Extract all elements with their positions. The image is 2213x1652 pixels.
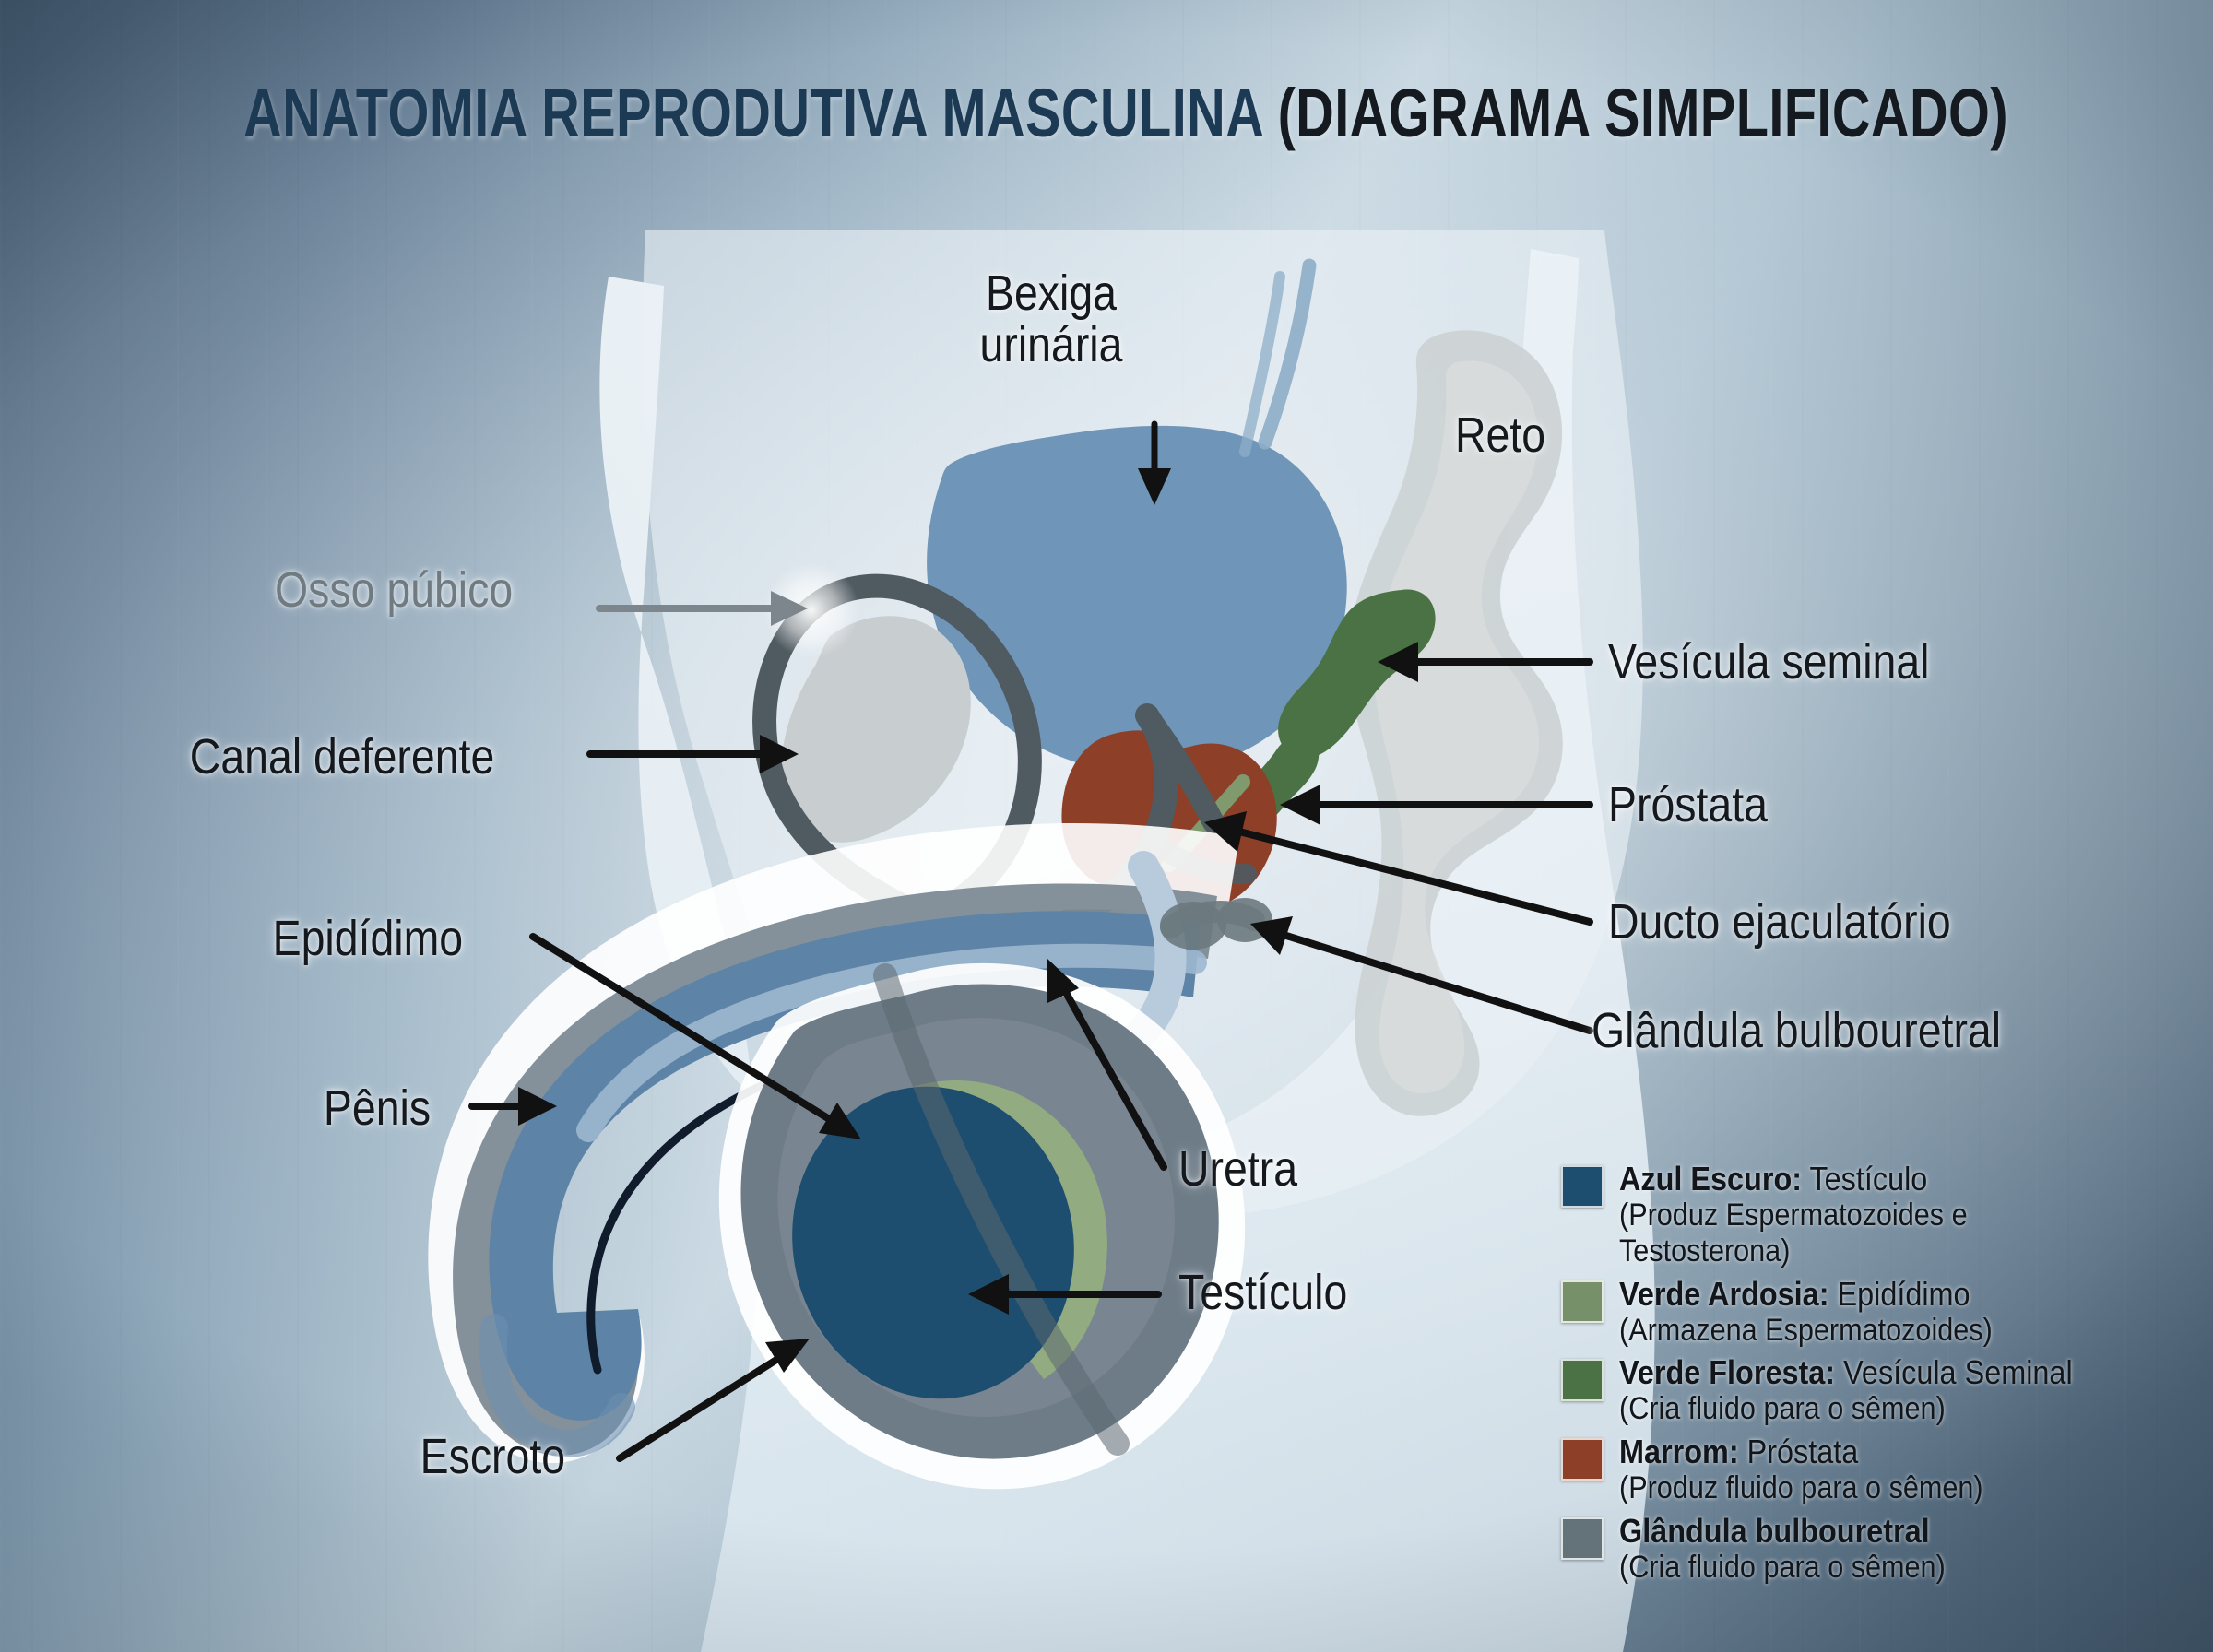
legend-title-bulbourethral: Glândula bulbouretral [1619, 1512, 1946, 1550]
spermatic-cord [873, 963, 1130, 1456]
leader-seminal-vesicle [1378, 642, 1593, 682]
label-urethra: Uretra [1178, 1141, 1298, 1197]
legend-swatch-testicle [1561, 1165, 1604, 1208]
label-testicle: Testículo [1178, 1265, 1348, 1320]
penis-organ [428, 823, 1239, 1464]
rectum-organ [1348, 330, 1563, 1116]
leader-bladder [1138, 420, 1171, 505]
legend-title-prostate: Marrom: Próstata [1619, 1433, 1983, 1470]
leader-prostate [1280, 785, 1593, 825]
legend-title-testicle: Azul Escuro: Testículo [1619, 1160, 2139, 1198]
page-title: ANATOMIA REPRODUTIVA MASCULINA (DIAGRAMA… [243, 79, 2008, 148]
color-legend: Azul Escuro: Testículo (Produz Espermato… [1561, 1160, 2197, 1591]
legend-swatch-bulbourethral [1561, 1516, 1604, 1560]
label-bulbourethral-gland: Glândula bulbouretral [1592, 1003, 2002, 1058]
bladder-organ [927, 258, 1347, 774]
legend-item: Azul Escuro: Testículo (Produz Espermato… [1561, 1160, 2197, 1269]
pubic-bone-highlight [763, 562, 859, 658]
legend-title-epididymis: Verde Ardosia: Epidídimo [1619, 1275, 1993, 1313]
legend-color-name-epididymis: Verde Ardosia: [1619, 1274, 1829, 1313]
legend-swatch-prostate [1561, 1438, 1604, 1481]
label-bladder: Bexiga urinária [980, 267, 1123, 371]
label-vas-deferens: Canal deferente [189, 729, 495, 785]
label-pubic-bone: Osso púbico [275, 562, 514, 618]
legend-item: Glândula bulbouretral (Cria fluido para … [1561, 1512, 2197, 1586]
legend-function-prostate: (Produz fluido para o sêmen) [1619, 1470, 1983, 1506]
pubic-bone [781, 616, 971, 843]
leader-testicle [968, 1274, 1162, 1315]
legend-color-name-testicle: Azul Escuro: [1619, 1160, 1803, 1198]
legend-function-epididymis: (Armazena Espermatozoides) [1619, 1312, 1993, 1348]
leader-scrotum [616, 1339, 810, 1462]
leader-ejaculatory-duct [1204, 811, 1593, 926]
testicle-organ [792, 1086, 1074, 1399]
legend-function-testicle: (Produz Espermatozoides e Testosterona) [1619, 1198, 1968, 1268]
legend-color-name-prostate: Marrom: [1619, 1433, 1739, 1471]
leader-bulbourethral-gland [1250, 916, 1593, 1034]
legend-function-bulbourethral: (Cria fluido para o sêmen) [1619, 1549, 1946, 1585]
title-main: ANATOMIA REPRODUTIVA MASCULINA [243, 75, 1278, 151]
legend-color-name-seminal-vesicle: Verde Floresta: [1619, 1353, 1836, 1392]
legend-item: Marrom: Próstata (Produz fluido para o s… [1561, 1433, 2197, 1506]
leader-penis [468, 1087, 557, 1126]
legend-organ-seminal-vesicle: Vesícula Seminal [1835, 1353, 2073, 1392]
bulbourethral-gland-organ [1160, 898, 1272, 950]
label-bladder-line1: Bexiga [985, 266, 1118, 321]
label-seminal-vesicle: Vesícula seminal [1608, 634, 1930, 690]
label-penis: Pênis [323, 1080, 432, 1136]
leader-epididymis [529, 933, 861, 1139]
legend-organ-testicle: Testículo [1802, 1160, 1928, 1198]
legend-color-name-bulbourethral: Glândula bulbouretral [1619, 1511, 1930, 1550]
label-bladder-line2: urinária [979, 317, 1123, 373]
label-scrotum: Escroto [420, 1429, 566, 1484]
legend-item: Verde Ardosia: Epidídimo (Armazena Esper… [1561, 1275, 2197, 1349]
legend-title-seminal-vesicle: Verde Floresta: Vesícula Seminal [1619, 1353, 2073, 1391]
legend-item: Verde Floresta: Vesícula Seminal (Cria f… [1561, 1353, 2197, 1427]
label-prostate: Próstata [1608, 777, 1768, 832]
leader-vas-deferens [586, 735, 799, 773]
legend-organ-epididymis: Epidídimo [1828, 1274, 1970, 1313]
label-rectum: Reto [1455, 407, 1546, 463]
leader-urethra [1047, 959, 1167, 1171]
title-parenthetical: (DIAGRAMA SIMPLIFICADO) [1277, 75, 2008, 151]
leader-pubic-bone [596, 591, 808, 626]
legend-swatch-seminal-vesicle [1561, 1359, 1604, 1402]
label-ejaculatory-duct: Ducto ejaculatório [1608, 894, 1951, 950]
label-epididymis: Epidídimo [272, 911, 464, 966]
legend-function-seminal-vesicle: (Cria fluido para o sêmen) [1619, 1391, 1946, 1427]
leader-lines [468, 420, 1593, 1462]
legend-organ-prostate: Próstata [1738, 1433, 1859, 1471]
legend-swatch-epididymis [1561, 1280, 1604, 1323]
